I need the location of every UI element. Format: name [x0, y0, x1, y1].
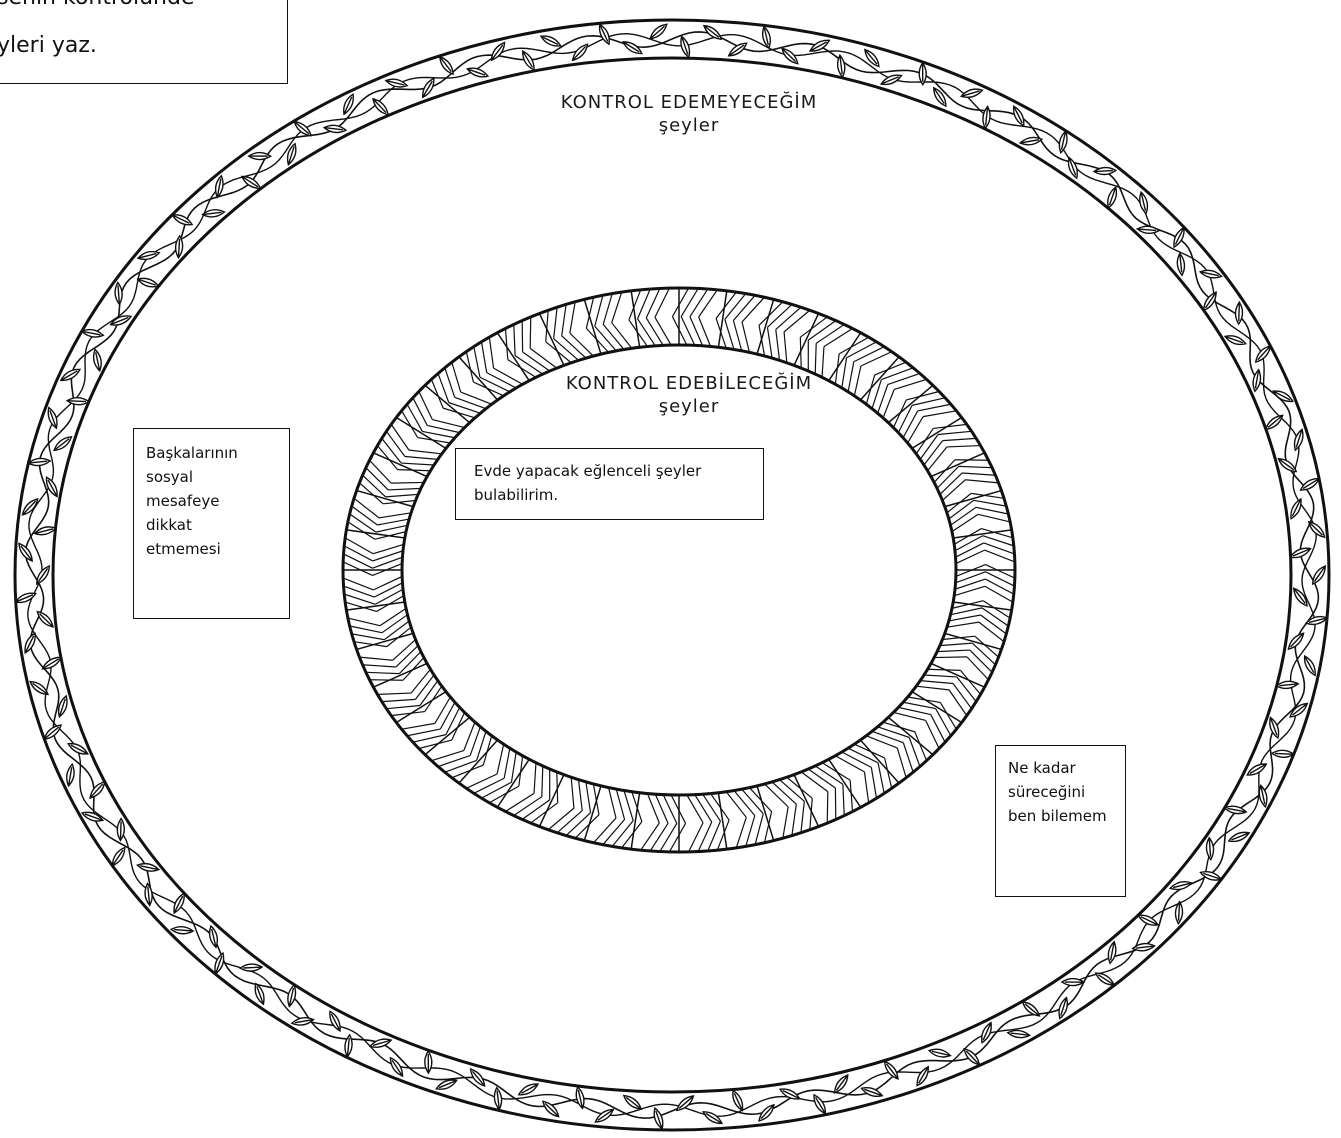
leaf-vine-pattern — [14, 23, 1329, 1131]
inner-ring-title-line1: KONTROL EDEBİLECEĞİM — [566, 372, 812, 394]
outer-ring-inner-edge — [51, 56, 1293, 1094]
inner-ring — [341, 286, 1017, 854]
inner-ring-inner-edge — [400, 343, 958, 797]
instruction-line-1: senin kontrolünde — [0, 0, 195, 15]
instruction-box: senin kontrolünde yleri yaz. — [0, 0, 288, 84]
chevron-hatch-pattern — [343, 288, 1015, 852]
outer-ring-outer-edge — [13, 18, 1331, 1132]
inner-ring-outer-edge — [341, 286, 1017, 854]
outer-ring-title-line2: şeyler — [659, 115, 720, 136]
note-outer-right[interactable]: Ne kadar süreceğini ben bilemem — [995, 745, 1126, 897]
outer-ring-title-line1: KONTROL EDEMEYECEĞİM — [561, 91, 817, 113]
outer-ring — [13, 18, 1331, 1132]
note-outer-left[interactable]: Başkalarının sosyal mesafeye dikkat etme… — [133, 428, 290, 619]
note-inner-center[interactable]: Evde yapacak eğlenceli şeyler bulabiliri… — [455, 448, 764, 520]
instruction-line-2: yleri yaz. — [0, 33, 97, 58]
inner-ring-title-line2: şeyler — [659, 396, 720, 417]
